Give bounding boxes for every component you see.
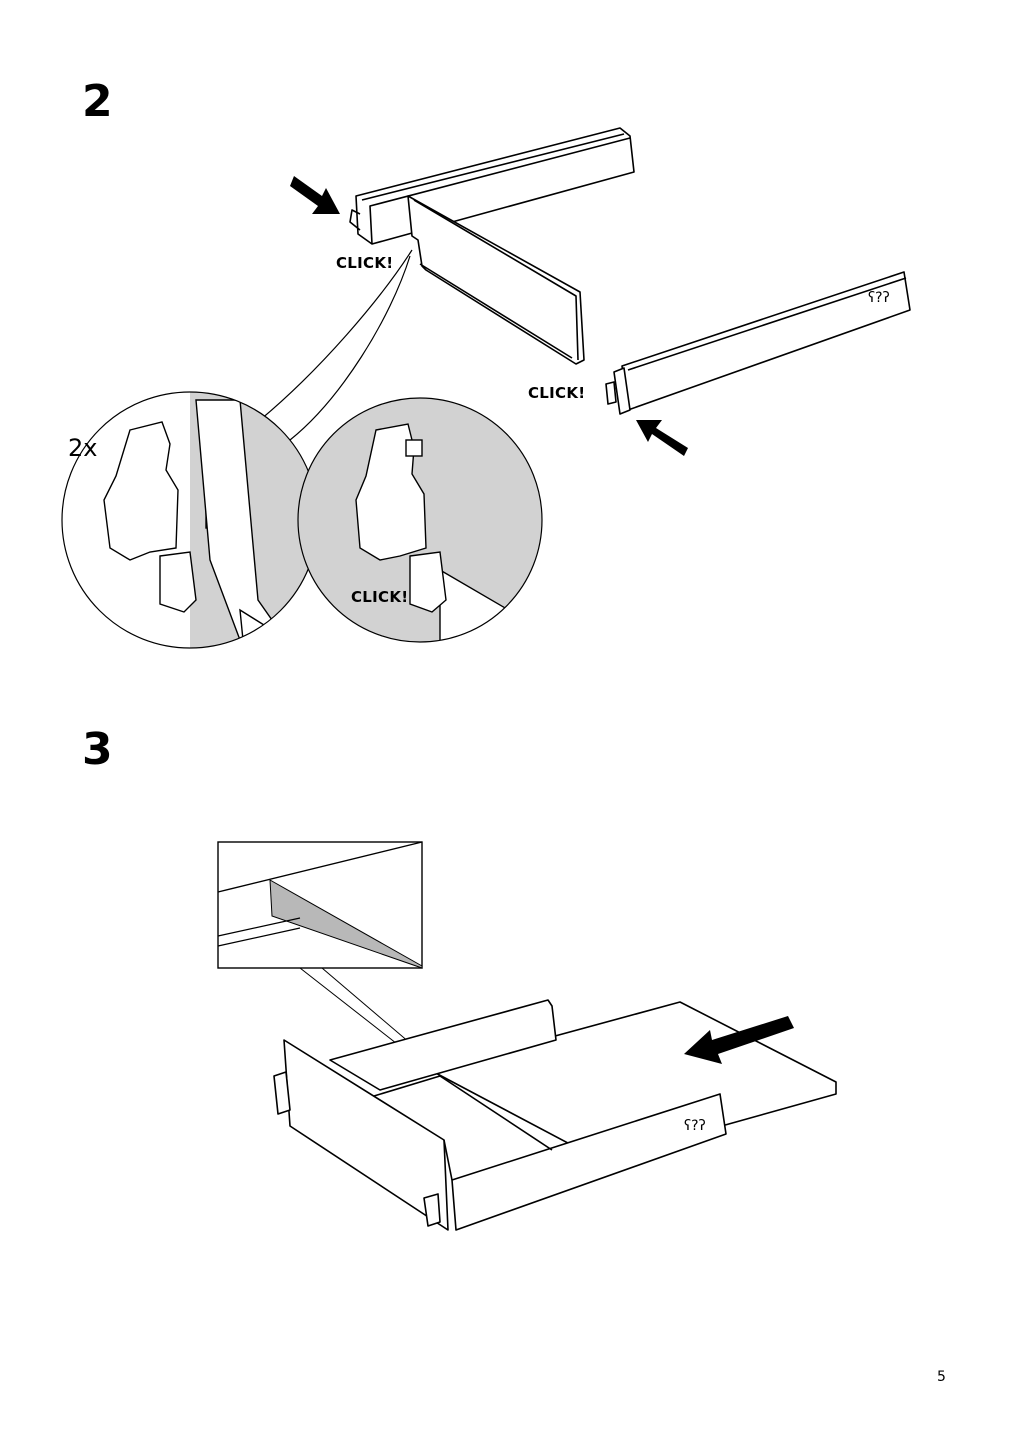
push-arrow-icon — [636, 420, 688, 456]
drawer-side-panel — [407, 195, 585, 365]
drawer-front-rail: ʕ?ʔ — [605, 271, 911, 415]
page-number: 5 — [937, 1369, 946, 1385]
detail-inset-icon — [217, 841, 431, 1061]
magnifier-callout-icon — [61, 391, 319, 649]
slide-arrow-icon — [684, 1016, 794, 1064]
magnifier-callout-icon — [297, 397, 543, 643]
quantity-label: 2x — [68, 434, 98, 462]
step-2-illustration: ʕ?ʔ — [61, 127, 911, 649]
svg-text:ʕ?ʔ: ʕ?ʔ — [684, 1118, 706, 1134]
click-label-detail: CLICK! — [351, 588, 409, 606]
step-3-number: 3 — [82, 724, 113, 775]
drawer-assembly — [273, 999, 837, 1231]
push-arrow-icon — [290, 176, 340, 214]
step-2-number: 2 — [82, 76, 113, 127]
click-label-rear: CLICK! — [336, 254, 394, 272]
svg-text:ʕ?ʔ: ʕ?ʔ — [868, 290, 890, 306]
drawer-back-rail — [349, 127, 635, 245]
click-label-front: CLICK! — [528, 384, 586, 402]
